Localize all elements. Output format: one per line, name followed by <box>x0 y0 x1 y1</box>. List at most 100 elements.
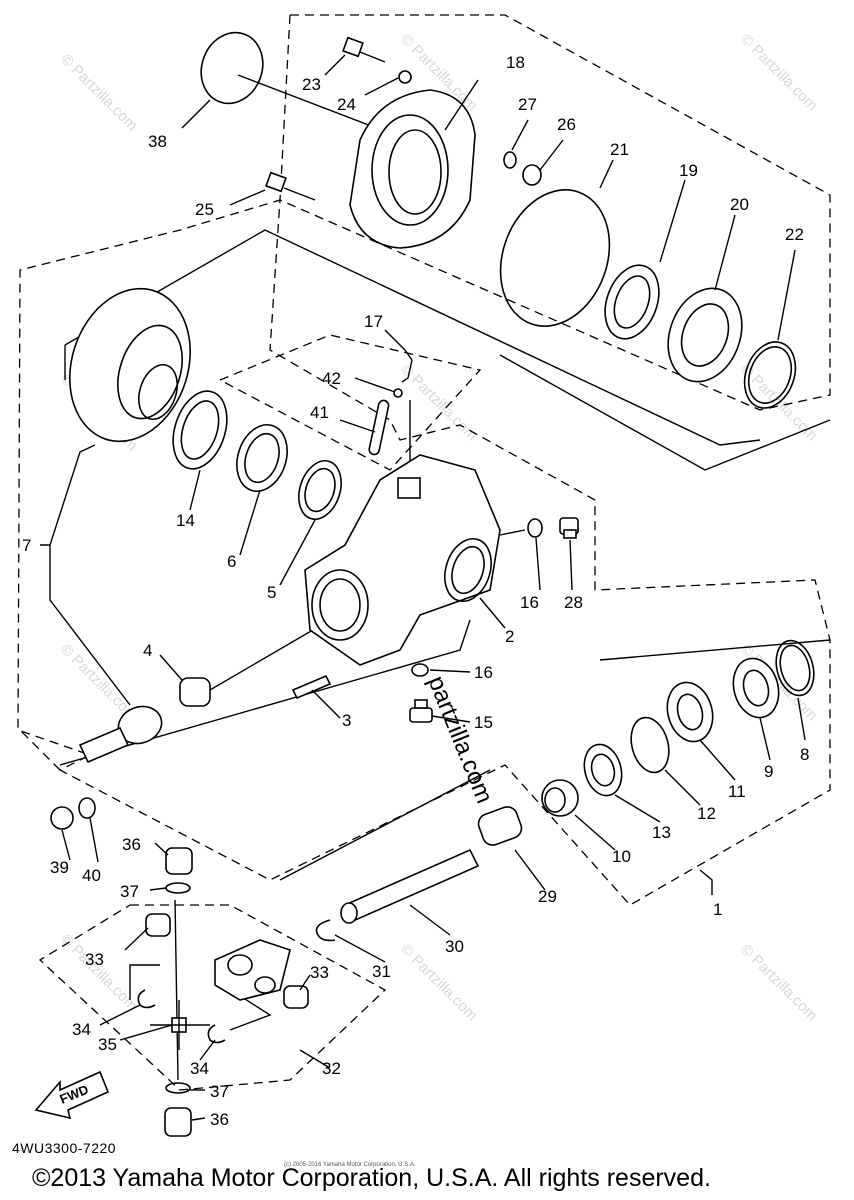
leader-lines <box>40 54 806 1121</box>
callout-41: 41 <box>310 403 329 422</box>
part-3-stud <box>291 674 332 700</box>
callout-17: 17 <box>364 312 383 331</box>
callout-33: 33 <box>310 963 329 982</box>
part-35-spider <box>150 1000 210 1050</box>
callout-28: 28 <box>564 593 583 612</box>
part-26-plug <box>522 164 542 186</box>
watermark: © Partzilla.com <box>737 31 820 114</box>
part-37-circlip <box>165 1082 191 1094</box>
callout-labels: 1 2 3 4 5 6 7 8 9 10 11 12 13 14 15 16 1… <box>22 53 809 1129</box>
guide-lines <box>59 74 831 1081</box>
callout-31: 31 <box>372 962 391 981</box>
callout-37: 37 <box>210 1082 229 1101</box>
part-33-bearing <box>145 913 171 937</box>
part-28-plug <box>559 517 579 539</box>
part-6-bearing <box>236 424 288 492</box>
part-34-circlip <box>137 989 156 1009</box>
callout-3: 3 <box>342 711 351 730</box>
callout-18: 18 <box>506 53 525 72</box>
small-copyright: (c) 2005-2016 Yamaha Motor Corporation, … <box>284 1162 416 1168</box>
callout-30: 30 <box>445 937 464 956</box>
part-7-ring-gear <box>69 287 191 443</box>
callout-5: 5 <box>267 583 276 602</box>
part-4-bearing <box>179 677 211 707</box>
callout-20: 20 <box>730 195 749 214</box>
callout-32: 32 <box>322 1059 341 1078</box>
fwd-arrow-icon: FWD <box>34 1070 110 1120</box>
part-15-plug <box>409 699 433 723</box>
part-31-circlip <box>315 919 336 942</box>
part-8-shim <box>775 639 815 697</box>
callout-33: 33 <box>85 950 104 969</box>
part-19-seal <box>604 264 660 340</box>
callout-4: 4 <box>143 641 152 660</box>
part-34-circlip <box>207 1024 226 1044</box>
callout-34: 34 <box>190 1059 209 1078</box>
callout-40: 40 <box>82 866 101 885</box>
callout-12: 12 <box>697 804 716 823</box>
part-12-o-ring <box>630 716 670 774</box>
part-18-bearing-housing <box>349 89 476 249</box>
callout-24: 24 <box>337 95 356 114</box>
callout-27: 27 <box>518 95 537 114</box>
callout-22: 22 <box>785 225 804 244</box>
callout-23: 23 <box>302 75 321 94</box>
callout-35: 35 <box>98 1035 117 1054</box>
copyright-notice: ©2013 Yamaha Motor Corporation, U.S.A. A… <box>32 1164 711 1192</box>
callout-39: 39 <box>50 858 69 877</box>
callout-37: 37 <box>120 882 139 901</box>
parts <box>50 31 815 1137</box>
part-21-o-ring <box>499 189 611 327</box>
callout-13: 13 <box>652 823 671 842</box>
part-25-bolt <box>265 171 316 201</box>
callout-14: 14 <box>176 511 195 530</box>
callout-9: 9 <box>764 762 773 781</box>
watermark: © Partzilla.com <box>57 51 140 134</box>
part-30-drive-shaft <box>340 848 480 924</box>
callout-2: 2 <box>505 627 514 646</box>
part-38-o-ring <box>200 31 264 105</box>
part-5-seal <box>298 460 342 520</box>
callout-1: 1 <box>713 900 722 919</box>
part-32-universal-joint-yoke <box>214 939 291 1001</box>
callout-34: 34 <box>72 1020 91 1039</box>
callout-38: 38 <box>148 132 167 151</box>
callout-36: 36 <box>122 835 141 854</box>
part-37-circlip <box>165 882 191 894</box>
part-2-gear-case <box>304 454 501 666</box>
callout-36: 36 <box>210 1110 229 1129</box>
drawing-code: 4WU3300-7220 <box>12 1140 117 1156</box>
part-42-clip <box>393 388 403 398</box>
watermark-center: partzilla.com <box>422 672 498 807</box>
callout-11: 11 <box>728 782 746 801</box>
part-27-washer <box>503 151 517 169</box>
part-7-pinion-gear <box>78 705 163 764</box>
part-36-bearing <box>165 847 193 875</box>
part-36-bearing <box>164 1107 192 1137</box>
callout-16: 16 <box>520 593 539 612</box>
part-22-shim <box>743 341 797 409</box>
part-33-bearing <box>283 985 309 1009</box>
callout-8: 8 <box>800 745 809 764</box>
part-29-bearing <box>477 806 523 846</box>
callout-10: 10 <box>612 847 631 866</box>
part-40-washer <box>78 797 96 819</box>
part-17-breather <box>401 349 413 383</box>
callout-7: 7 <box>22 536 31 555</box>
part-41-pin <box>368 399 390 456</box>
callout-6: 6 <box>227 552 236 571</box>
watermark: © Partzilla.com <box>737 941 820 1024</box>
callout-19: 19 <box>679 161 698 180</box>
watermark: © Partzilla.com <box>397 941 480 1024</box>
callout-29: 29 <box>538 887 557 906</box>
callout-21: 21 <box>610 140 629 159</box>
part-16-washer <box>411 663 429 677</box>
callout-16: 16 <box>474 663 493 682</box>
callout-26: 26 <box>557 115 576 134</box>
part-23-bolt <box>342 36 386 63</box>
watermark: © Partzilla.com <box>57 931 140 1014</box>
part-16-washer <box>527 518 543 538</box>
part-14-shim <box>172 390 228 470</box>
part-39-nut <box>50 806 74 830</box>
part-11-ring-nut <box>666 681 714 743</box>
